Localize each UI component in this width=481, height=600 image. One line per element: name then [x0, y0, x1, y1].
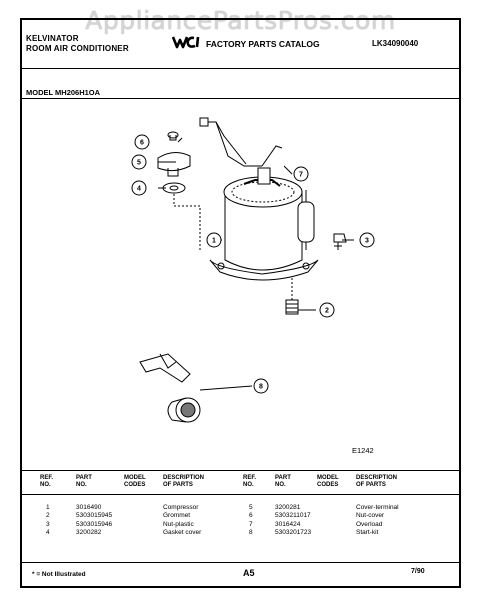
model-rule [22, 98, 459, 99]
table-row-part: 3200281 [275, 504, 301, 511]
page-number: A5 [243, 568, 255, 578]
footer-rule [22, 562, 459, 563]
parts-sheet [20, 18, 461, 588]
table-row-desc: Grommet [163, 512, 191, 520]
model-number: MODEL MH206H1OA [26, 88, 101, 97]
callout-3: 3 [359, 232, 375, 248]
header-ref-right: REF.NO. [243, 475, 257, 488]
table-row-part: 5303201723 [275, 529, 312, 537]
table-row-ref: 3 [46, 520, 50, 528]
table-row-ref: 1 [46, 504, 50, 511]
nut-plastic [333, 233, 347, 243]
svg-text:3: 3 [365, 238, 369, 245]
table-row-desc: Gasket cover [163, 529, 202, 537]
compressor-base [209, 259, 319, 281]
svg-text:6: 6 [140, 140, 144, 147]
svg-text:5: 5 [137, 160, 141, 167]
callout-1: 1 [206, 232, 222, 248]
product-type: ROOM AIR CONDITIONER [26, 44, 129, 53]
table-row-part: 3016424 [275, 520, 301, 528]
table-row-ref: 7 [249, 520, 253, 528]
table-row-desc: Compressor [163, 504, 199, 511]
accumulator [297, 201, 315, 243]
table-row-desc: Nut-cover [356, 512, 385, 520]
site-watermark: AppliancePartsPros.com [85, 6, 396, 35]
table-row-ref: 6 [249, 512, 253, 520]
table-row-ref: 4 [46, 529, 50, 537]
callout-4: 4 [131, 180, 147, 196]
svg-text:7: 7 [299, 172, 303, 179]
svg-text:8: 8 [259, 384, 263, 391]
figure-code: E1242 [352, 446, 374, 455]
table-row-desc: Cover-terminal [356, 504, 399, 511]
svg-text:1: 1 [212, 238, 216, 245]
svg-text:4: 4 [137, 186, 141, 193]
revision-date: 7/90 [411, 568, 425, 575]
table-row-part: 3016490 [76, 504, 102, 511]
callout-5: 5 [131, 154, 147, 170]
gasket-cover [162, 182, 186, 194]
table-row-part: 5303211017 [275, 512, 311, 520]
svg-text:2: 2 [325, 308, 329, 315]
table-row-ref: 8 [249, 529, 253, 537]
compressor-shell [224, 192, 303, 271]
catalog-title: FACTORY PARTS CATALOG [206, 39, 320, 49]
table-row-part: 3200282 [76, 529, 102, 537]
start-kit-bracket [139, 353, 191, 383]
header-ref-left: REF.NO. [40, 475, 54, 488]
table-row-part: 5303015945 [76, 512, 113, 520]
header-rule [22, 68, 459, 69]
table-row-desc: Start-kit [356, 529, 379, 537]
lead-wires [204, 121, 262, 167]
wci-logo-icon [172, 36, 200, 49]
not-illustrated-note: * = Not Illustrated [32, 571, 86, 578]
callout-6: 6 [134, 134, 150, 150]
table-top-rule [22, 470, 459, 471]
table-row-part: 5303015946 [76, 520, 113, 528]
table-row-ref: 5 [249, 504, 253, 511]
table-row-desc: Nut-plastic [163, 520, 194, 528]
callout-7: 7 [293, 166, 309, 182]
table-header-rule [22, 494, 459, 495]
catalog-number: LK34090040 [372, 39, 419, 48]
callout-8: 8 [253, 378, 269, 394]
brand-name: KELVINATOR [26, 34, 79, 43]
table-row-ref: 2 [46, 512, 50, 520]
callout-2: 2 [319, 302, 335, 318]
exploded-parts-diagram: 6 5 4 1 7 3 2 8 [131, 117, 375, 423]
table-row-desc: Overload [356, 520, 383, 528]
